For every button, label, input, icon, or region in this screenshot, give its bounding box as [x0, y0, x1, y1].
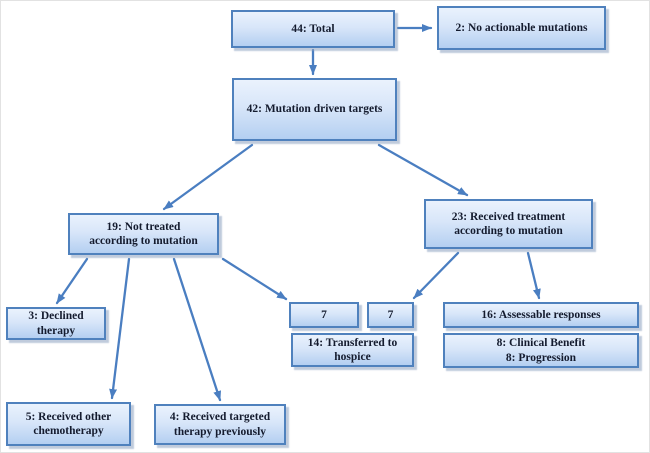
node-total: 44: Total: [231, 10, 395, 48]
node-received-other-chemotherapy: 5: Received other chemotherapy: [6, 402, 131, 446]
node-mutation-driven-targets: 42: Mutation driven targets: [232, 78, 397, 141]
node-seven-right: 7: [367, 302, 414, 328]
node-clinical-benefit-progression: 8: Clinical Benefit 8: Progression: [443, 333, 639, 368]
node-assessable-responses: 16: Assessable responses: [443, 302, 639, 328]
node-received-targeted-therapy-previously: 4: Received targeted therapy previously: [154, 404, 286, 445]
arrow-not-treated-to-declined: [55, 257, 89, 305]
arrow-not-treated-to-targeted-prev: [172, 257, 222, 402]
node-declined-therapy: 3: Declined therapy: [6, 307, 106, 340]
node-no-actionable-mutations: 2: No actionable mutations: [437, 6, 606, 50]
arrow-received-treatment-to-assessable: [526, 251, 541, 300]
arrow-mutation-driven-to-not-treated: [162, 143, 254, 211]
arrow-received-treatment-to-seven-right: [412, 251, 460, 300]
node-received-treatment-according-to-mutation: 23: Received treatment according to muta…: [424, 199, 593, 249]
arrow-mutation-driven-to-received-treatment: [377, 143, 469, 197]
node-transferred-to-hospice: 14: Transferred to hospice: [291, 333, 414, 367]
node-not-treated-according-to-mutation: 19: Not treated according to mutation: [68, 213, 219, 255]
arrow-not-treated-to-seven-left: [221, 257, 288, 301]
arrow-not-treated-to-other-chemo: [109, 257, 131, 400]
node-seven-left: 7: [289, 302, 359, 328]
